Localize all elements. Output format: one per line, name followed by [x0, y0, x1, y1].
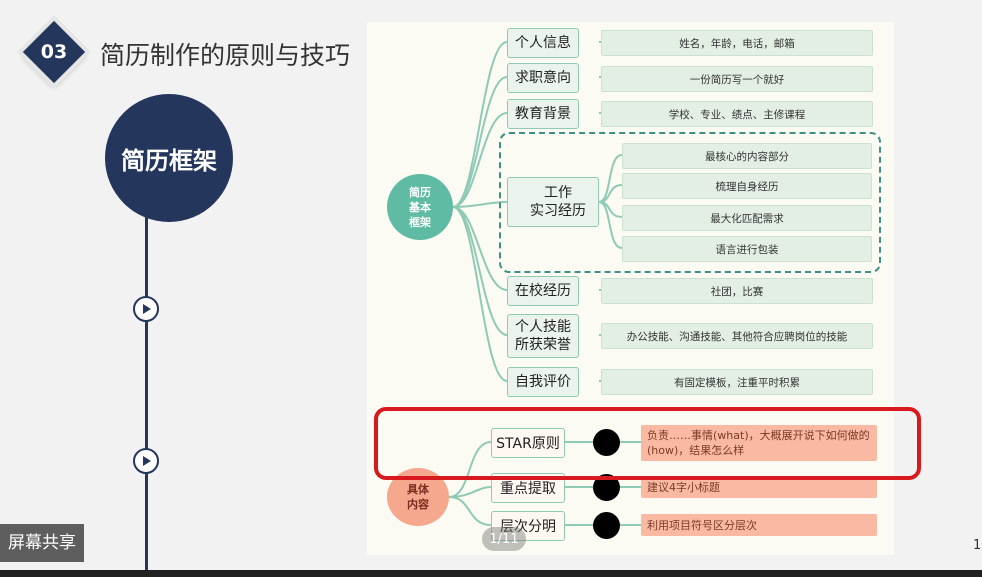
- bullet-dot: [593, 512, 620, 539]
- branch-self-evaluation: 自我评价: [507, 367, 579, 397]
- branch-skills-honors: 个人技能 所获荣誉: [507, 314, 579, 358]
- branch-education: 教育背景: [507, 99, 579, 129]
- root-label: 简历 基本 框架: [409, 185, 431, 229]
- leaf-personal-info: 姓名，年龄，电话，邮箱: [601, 30, 873, 56]
- branch-work-experience: 工作 实习经历: [507, 177, 599, 227]
- tip-star-detail: 负责……事情(what)，大概展开说下如何做的(how)，结果怎么样: [641, 425, 877, 461]
- timeline-line: [145, 210, 148, 577]
- branch-campus: 在校经历: [507, 276, 579, 306]
- timeline-circle: 简历框架: [105, 94, 233, 222]
- section-number: 03: [40, 41, 68, 63]
- page-indicator: 1/11: [482, 527, 526, 551]
- play-icon[interactable]: [133, 448, 159, 474]
- bottom-bar: [0, 570, 982, 577]
- slide-page-number: 1: [973, 538, 982, 553]
- leaf-work-match: 最大化匹配需求: [622, 205, 872, 231]
- slide-title: 简历制作的原则与技巧: [100, 41, 351, 70]
- mindmap-connectors: [448, 41, 641, 526]
- leaf-campus: 社团，比赛: [601, 278, 873, 304]
- highlight-frame: [374, 407, 921, 480]
- leaf-work-sort: 梳理自身经历: [622, 173, 872, 199]
- root2-label: 具体 内容: [407, 483, 429, 511]
- tip-key-detail: 建议4字小标题: [641, 476, 877, 498]
- play-icon[interactable]: [133, 296, 159, 322]
- tip-star-principle: STAR原则: [491, 428, 565, 458]
- leaf-self-evaluation: 有固定模板，注重平时积累: [601, 369, 873, 395]
- leaf-education: 学校、专业、绩点、主修课程: [601, 101, 873, 127]
- leaf-skills: 办公技能、沟通技能、其他符合应聘岗位的技能: [601, 323, 873, 349]
- leaf-work-language: 语言进行包装: [622, 236, 872, 262]
- tip-clear-levels: 层次分明: [491, 511, 565, 541]
- leaf-work-core: 最核心的内容部分: [622, 143, 872, 169]
- screen-share-label[interactable]: 屏幕共享: [0, 524, 84, 562]
- tip-levels-detail: 利用项目符号区分层次: [641, 514, 877, 536]
- timeline-circle-label: 简历框架: [121, 146, 217, 175]
- branch-job-intention: 求职意向: [507, 63, 579, 93]
- work-experience-group: [499, 132, 881, 273]
- leaf-job-intention: 一份简历写一个就好: [601, 66, 873, 92]
- branch-personal-info: 个人信息: [507, 28, 579, 58]
- bullet-dot: [593, 429, 620, 456]
- mindmap-root-basic-framework: 简历 基本 框架: [387, 174, 453, 240]
- mindmap-image: 简历 基本 框架 个人信息 姓名，年龄，电话，邮箱 求职意向 一份简历写一个就好…: [367, 22, 921, 555]
